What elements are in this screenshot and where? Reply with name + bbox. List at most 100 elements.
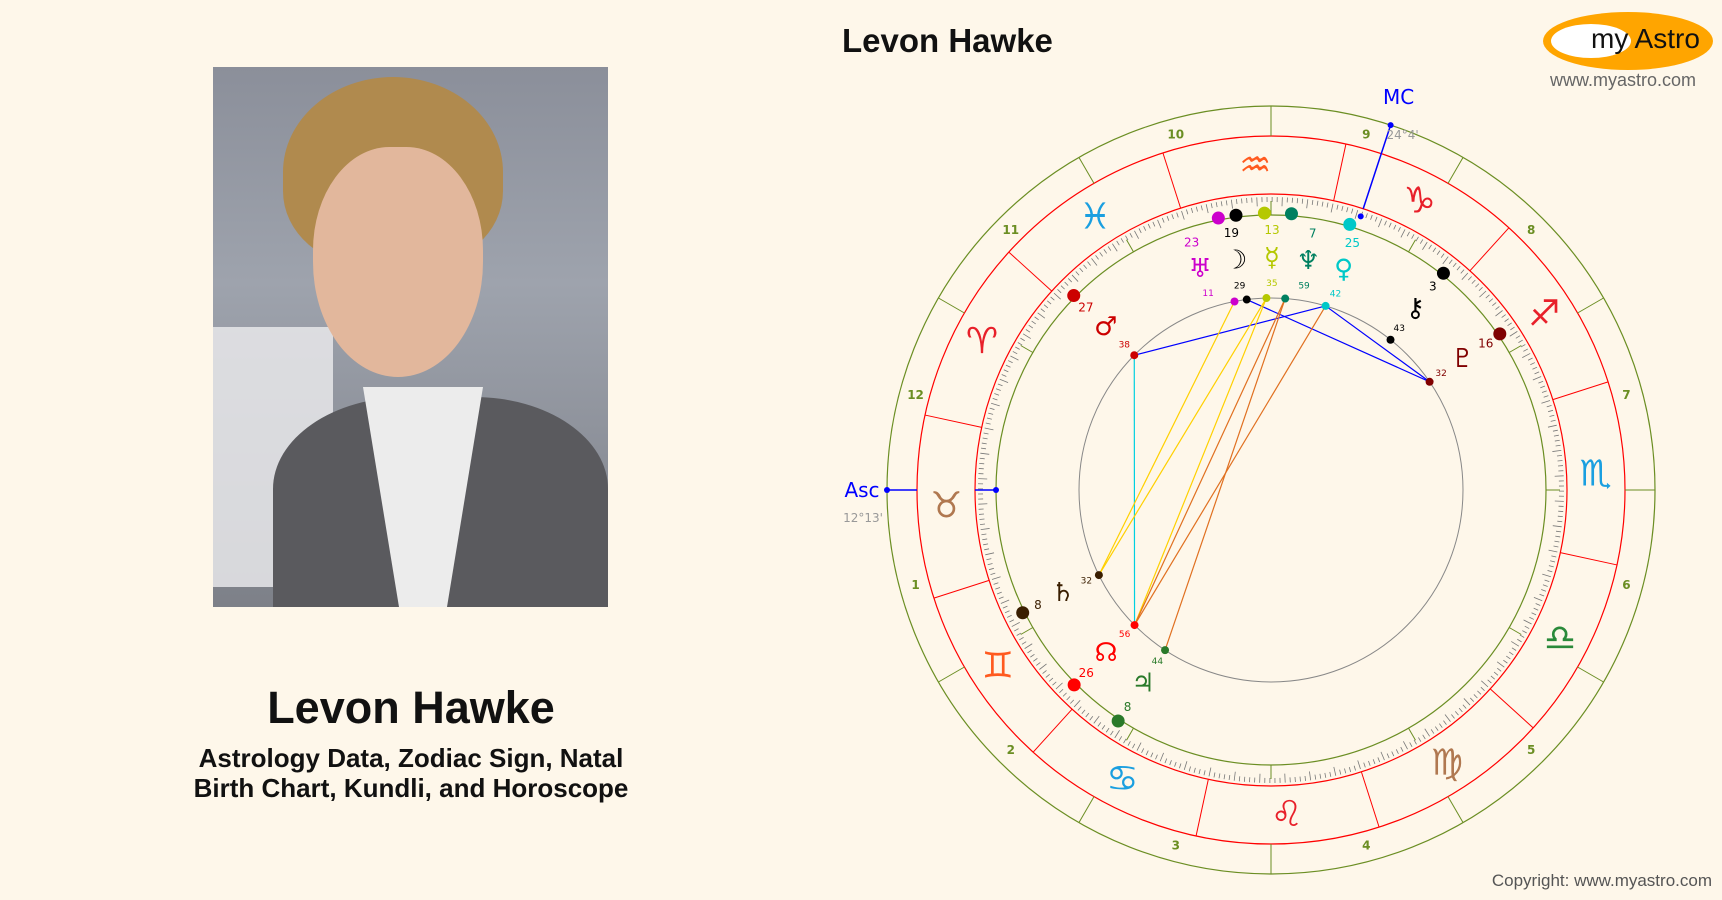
jupiter-minutes: 44 [1152,657,1164,667]
house-cusp-line [938,297,965,314]
degree-tick [980,523,986,525]
sign-scorpio-icon: ♏ [1579,454,1611,495]
degree-tick [1236,199,1238,205]
degree-tick [1469,697,1475,702]
degree-tick [1479,290,1487,298]
degree-tick [1532,376,1542,381]
degree-tick [1419,239,1424,244]
pluto-degree: 16 [1478,336,1493,350]
degree-tick [1386,753,1390,759]
page-subtitle: Astrology Data, Zodiac Sign, Natal Birth… [0,743,822,803]
photo-face [313,147,483,377]
degree-tick [984,427,994,431]
degree-tick [1351,208,1354,214]
degree-tick [1301,198,1304,204]
degree-tick [1548,409,1554,413]
degree-tick [1534,371,1540,375]
aspect-circle [1078,297,1464,683]
degree-tick [1546,405,1552,408]
house-cusp-inner-mark [1508,345,1522,353]
degree-tick [980,452,990,455]
degree-tick [1031,320,1036,325]
degree-tick [1000,599,1010,604]
degree-tick [1150,752,1154,758]
house-number-2: 2 [1007,743,1015,757]
house-number-12: 12 [907,388,924,402]
degree-tick [1548,565,1554,568]
degree-tick [1430,729,1435,734]
degree-tick [1496,661,1505,668]
degree-tick [1492,302,1497,307]
degree-tick [1388,222,1392,228]
outer-ring [886,105,1656,875]
degree-tick [1215,202,1218,208]
degree-tick [1507,322,1512,327]
degree-tick [1017,342,1023,346]
degree-tick [1145,750,1149,756]
degree-tick [986,558,992,561]
pluto-aspect-dot [1425,377,1434,386]
neptune-degree: 7 [1309,226,1317,240]
degree-tick [1034,316,1039,321]
degree-tick [1336,204,1339,210]
degree-tick [1384,220,1387,226]
degree-tick [1488,298,1494,303]
degree-tick [985,422,991,425]
neptune-aspect-dot [1281,294,1290,303]
degree-tick [1339,769,1342,775]
degree-tick [1071,274,1079,282]
mars-degree: 27 [1078,300,1093,314]
degree-tick [1368,760,1371,766]
degree-tick [1152,221,1156,227]
jupiter-degree: 8 [1124,700,1132,714]
venus-position-dot [1343,217,1357,231]
degree-tick [1118,736,1123,741]
aspect-line-uranus-saturn [1098,301,1236,576]
degree-tick [1424,728,1430,737]
degree-tick [983,432,989,435]
venus-minutes: 42 [1330,289,1341,299]
aspect-line-neptune-north-node [1134,298,1286,626]
sign-boundary-line [1032,708,1073,753]
degree-tick [1006,614,1012,618]
degree-tick [1012,351,1018,355]
degree-tick [1397,226,1401,232]
degree-tick [1434,726,1439,731]
degree-tick [1439,723,1443,728]
degree-tick [1552,429,1558,432]
degree-tick [995,587,1001,590]
mars-aspect-dot [1130,351,1139,360]
venus-icon: ♀ [1334,255,1353,285]
myastro-logo[interactable]: my Astro [1543,12,1713,70]
house-cusp-line [1577,666,1604,683]
degree-tick [1181,210,1185,220]
neptune-position-dot [1284,207,1298,221]
degree-tick [990,572,996,575]
degree-tick [1036,662,1041,666]
house-cusp-line [1447,157,1464,184]
person-name: Levon Hawke [267,682,555,733]
website-link[interactable]: www.myastro.com [1550,70,1697,90]
degree-tick [980,447,987,450]
degree-tick [1016,632,1022,636]
degree-tick [1554,540,1560,543]
degree-tick [1522,630,1527,634]
degree-tick [1515,335,1521,339]
degree-tick [1481,680,1489,688]
degree-tick [1048,677,1054,682]
house-number-10: 10 [1167,128,1184,142]
degree-tick [1393,224,1397,230]
degree-tick [1304,775,1306,781]
degree-tick [1341,205,1344,211]
degree-tick [986,417,992,420]
degree-tick [1460,269,1465,274]
degree-tick [1523,348,1528,352]
degree-tick [1311,199,1314,206]
degree-tick [1045,673,1050,678]
degree-tick [1411,234,1415,239]
degree-tick [1442,256,1449,265]
chart-title: Levon Hawke [842,22,1053,59]
house-cusp-line [938,666,965,683]
degree-tick [1403,741,1408,750]
aspect-line-mercury-saturn [1098,297,1267,576]
